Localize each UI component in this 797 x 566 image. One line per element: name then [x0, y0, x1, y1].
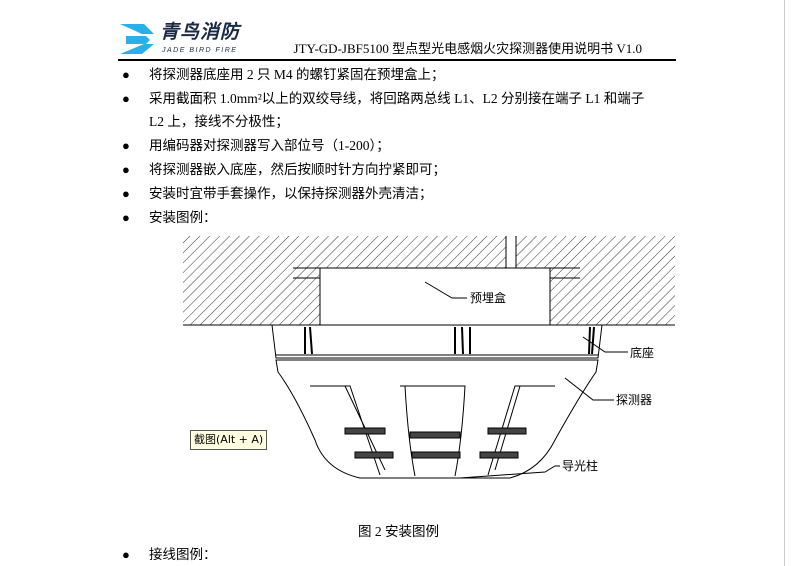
bullet-icon: ● [122, 210, 130, 225]
ceiling-hatch [183, 236, 675, 326]
bullet-icon: ● [122, 138, 130, 153]
bullet-icon: ● [122, 162, 130, 177]
document-title: JTY-GD-JBF5100 型点型光电感烟火灾探测器使用说明书 V1.0 [293, 41, 642, 56]
logo-text: 青鸟消防 [160, 21, 241, 43]
logo-subtext: JADE BIRD FIRE [162, 47, 238, 54]
bullet-text: 用编码器对探测器写入部位号（1-200）； [149, 138, 390, 153]
bullet-text: 接线图例： [149, 547, 217, 562]
label-base: 底座 [630, 345, 654, 360]
bullet-text: 将探测器底座用 2 只 M4 的螺钉紧固在预埋盒上； [149, 67, 445, 82]
header-divider [118, 59, 676, 61]
label-detector: 探测器 [616, 393, 652, 407]
figure-caption: 图 2 安装图例 [358, 524, 439, 539]
bullet-text-continued: L2 上，接线不分极性； [149, 114, 289, 129]
bullet-icon: ● [122, 186, 130, 201]
bullet-text: 安装时宜带手套操作，以保持探测器外壳清洁； [149, 186, 433, 201]
page-edge [784, 0, 785, 566]
detector-drawing [275, 359, 599, 479]
bullet-icon: ● [122, 67, 130, 82]
base-drawing [271, 324, 603, 359]
bullet-text: 安装图例： [149, 210, 217, 225]
bullet-text: 将探测器嵌入底座，然后按顺时针方向拧紧即可； [149, 162, 446, 177]
label-embedded-box: 预埋盒 [470, 290, 506, 305]
bullet-text: 采用截面积 1.0mm²以上的双绞导线，将回路两总线 L1、L2 分别接在端子 … [149, 91, 645, 106]
bullet-icon: ● [122, 91, 130, 106]
screenshot-tooltip: 截图(Alt + A) [190, 430, 268, 450]
jade-bird-logo-icon [120, 24, 154, 54]
label-light-pipe: 导光柱 [562, 458, 598, 473]
bullet-icon: ● [122, 547, 130, 562]
leader-lines [424, 281, 628, 479]
